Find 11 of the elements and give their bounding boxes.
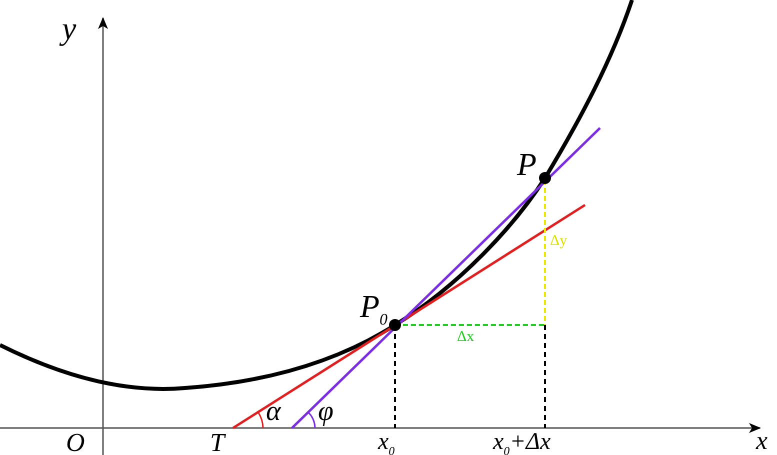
angle-label: α [266,398,281,426]
delta-label: Δx [457,330,474,345]
point-label: P$_{0}$ [360,290,388,328]
axis-label: x [756,428,768,454]
tick-label: x$_{0}$+Δx [493,430,551,455]
angle-label: φ [318,398,334,426]
point-label: P [517,148,537,180]
origin-label: O [66,430,85,455]
point-label: T [210,430,224,455]
tick-label: x$_{0}$ [378,430,395,455]
delta-label: Δy [550,234,568,249]
